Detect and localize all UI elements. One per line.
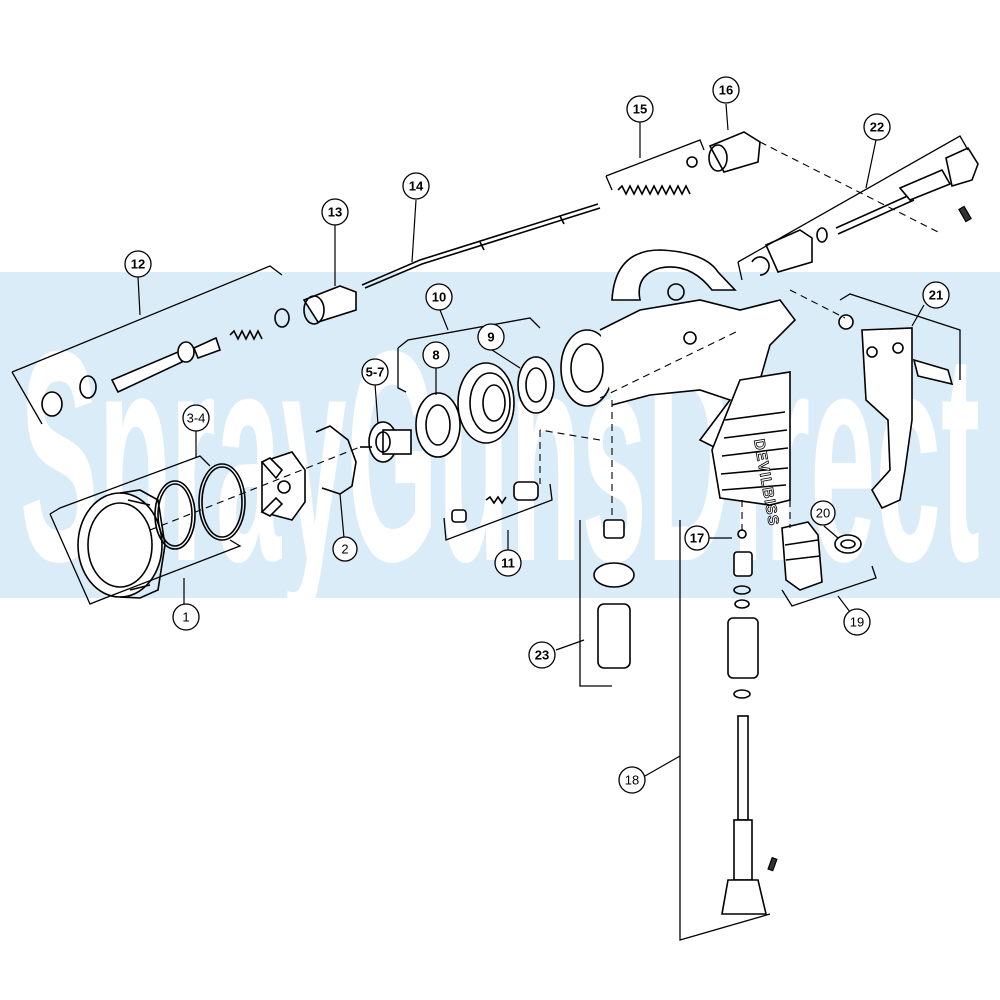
part-12-packing-assembly — [41, 308, 290, 417]
svg-text:20: 20 — [816, 506, 830, 521]
callout-14: 14 — [402, 172, 430, 200]
svg-text:15: 15 — [633, 102, 647, 117]
callout-3-4: 3-4 — [182, 404, 210, 432]
callout-21: 21 — [922, 281, 950, 309]
svg-text:18: 18 — [625, 773, 639, 788]
svg-text:17: 17 — [690, 531, 704, 546]
svg-text:13: 13 — [328, 205, 342, 220]
callout-9: 9 — [477, 323, 505, 351]
callout-16: 16 — [712, 76, 740, 104]
part-11-valve-set — [451, 481, 539, 523]
gun-body: DEVILBISS — [560, 249, 797, 528]
callout-5-7: 5-7 — [361, 358, 389, 386]
callout-20: 20 — [810, 500, 836, 526]
part-16-adjusting-knob — [708, 131, 761, 173]
part-3-4-o-rings — [154, 463, 246, 550]
callout-18: 18 — [618, 766, 646, 794]
callout-11: 11 — [494, 549, 522, 577]
air-cap — [260, 451, 306, 521]
svg-text:19: 19 — [850, 615, 864, 630]
part-21-trigger — [838, 314, 954, 510]
svg-text:2: 2 — [341, 542, 348, 557]
part-22-air-valve — [751, 146, 979, 276]
svg-text:3-4: 3-4 — [187, 411, 206, 426]
svg-text:1: 1 — [182, 610, 189, 625]
svg-text:10: 10 — [432, 290, 446, 305]
callout-13: 13 — [321, 198, 349, 226]
part-8-seal — [415, 392, 461, 458]
svg-text:5-7: 5-7 — [366, 365, 385, 380]
svg-text:21: 21 — [929, 288, 943, 303]
callout-8: 8 — [422, 341, 450, 369]
svg-text:11: 11 — [501, 556, 515, 571]
part-10-baffle — [457, 362, 515, 444]
callout-22: 22 — [863, 113, 891, 141]
part-13-packing-nut — [302, 285, 357, 325]
svg-text:9: 9 — [487, 330, 494, 345]
alignment-lines — [149, 141, 939, 534]
part-9-gasket — [517, 356, 555, 414]
callout-12: 12 — [124, 250, 152, 278]
leader-lines — [137, 103, 925, 777]
part-15-spring — [617, 156, 698, 196]
callout-23: 23 — [528, 641, 556, 669]
part-18-fluid-inlet-assembly — [721, 529, 778, 915]
part-20-clip — [834, 534, 862, 554]
callout-19: 19 — [843, 608, 871, 636]
svg-text:12: 12 — [131, 257, 145, 272]
part-14-fluid-needle — [361, 203, 601, 289]
part-5-7-fluid-tip — [360, 421, 412, 463]
callout-1: 1 — [172, 603, 200, 631]
svg-text:8: 8 — [432, 348, 439, 363]
part-1-retaining-ring — [77, 489, 166, 599]
assembly-brackets — [11, 135, 969, 941]
svg-text:22: 22 — [870, 120, 884, 135]
callout-2: 2 — [332, 536, 358, 562]
part-23-inlet-fitting — [593, 519, 635, 669]
svg-text:14: 14 — [409, 179, 424, 194]
callout-15: 15 — [626, 95, 654, 123]
svg-text:16: 16 — [719, 83, 733, 98]
callout-17: 17 — [684, 525, 710, 551]
svg-text:23: 23 — [535, 648, 549, 663]
part-19-air-fitting — [781, 521, 823, 591]
callout-10: 10 — [425, 283, 453, 311]
